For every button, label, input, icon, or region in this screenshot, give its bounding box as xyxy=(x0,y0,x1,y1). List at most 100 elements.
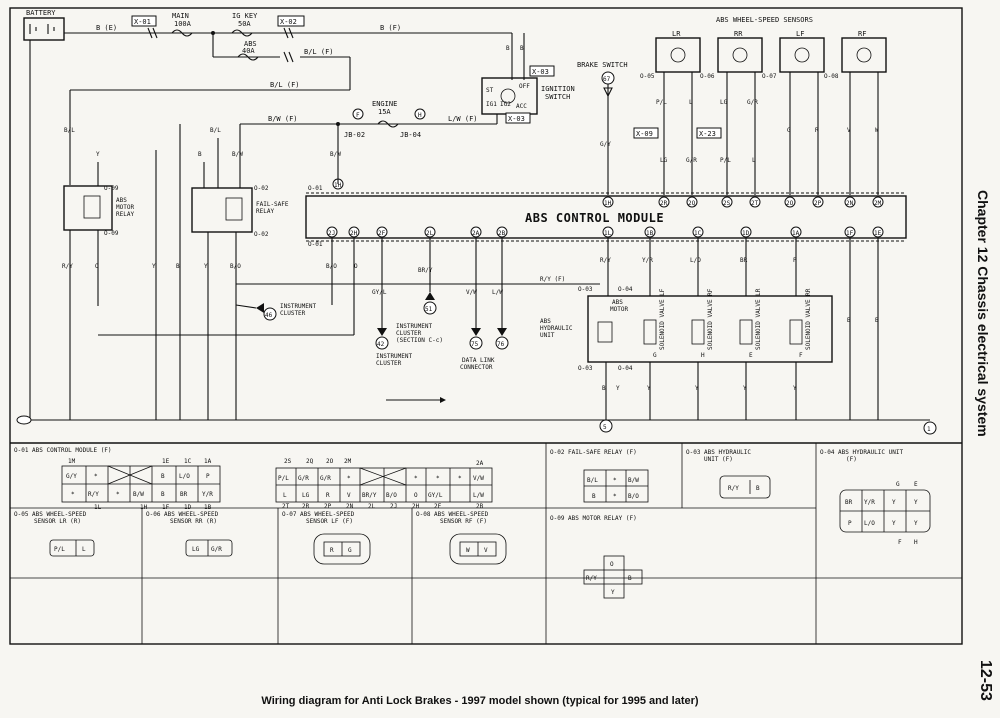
battery-label: BATTERY xyxy=(26,9,56,17)
wire-y-left: Y xyxy=(96,151,100,158)
data-link-label1: DATA LINK xyxy=(462,357,495,364)
c02-4: * xyxy=(613,493,617,500)
ref-46: 46 xyxy=(265,312,273,319)
wire-v-f: V xyxy=(847,127,851,134)
c04-r2-3: Y xyxy=(914,520,918,527)
c05-title2: SENSOR LR (R) xyxy=(34,518,81,525)
ignition-switch-label: IGNITION xyxy=(541,85,575,93)
connector-o09: O-09 ABS MOTOR RELAY (F) O R/Y B Y xyxy=(550,515,643,599)
abs-motor-inner2: MOTOR xyxy=(610,306,628,313)
pin-2m: 2M xyxy=(874,200,882,207)
abs-motor-inner1: ABS xyxy=(612,299,623,306)
c01-r1-1: * xyxy=(94,473,98,480)
instrument-cluster-label2: CLUSTER xyxy=(280,310,306,317)
c01-2q: 2Q xyxy=(306,458,314,465)
x01-label: X-01 xyxy=(134,18,151,26)
wire-y-b: Y xyxy=(204,263,208,270)
fail-safe-relay xyxy=(191,187,253,233)
engine-fuse-label: ENGINE xyxy=(372,100,397,108)
wire-b-e-label: B (E) xyxy=(96,24,117,32)
ref-5-circle xyxy=(599,419,613,433)
igkey-fuse-symbol xyxy=(231,29,253,37)
solenoid-valves: SOLENOID VALVE LF SOLENOID VALVE RF SOLE… xyxy=(643,288,812,350)
pin-1l: 1L xyxy=(604,230,612,237)
wire-y-h1: Y xyxy=(616,385,620,392)
instrument-cluster-sec2: CLUSTER xyxy=(396,330,422,337)
c01-m-r2-1: LG xyxy=(302,492,310,499)
solenoid-rr: SOLENOID VALVE RR xyxy=(805,288,812,350)
pin-2o: 2O xyxy=(786,200,794,207)
c01-r2-1: R/Y xyxy=(88,491,99,498)
c01-1a: 1A xyxy=(204,458,212,465)
wire-b-r2: B xyxy=(875,317,879,324)
wire-gy-brake: G/Y xyxy=(600,141,611,148)
wire-bo-a: B/O xyxy=(230,263,241,270)
sensor-lr-label: LR xyxy=(672,30,681,38)
c01-r2-0: * xyxy=(71,491,75,498)
x03a-label: X-03 xyxy=(532,68,549,76)
c01-2f: 2F xyxy=(434,503,442,510)
ig-ig1: IG1 xyxy=(486,101,497,108)
conn-f: F xyxy=(356,112,360,119)
chapter-title-text: Chapter 12 Chassis electrical system xyxy=(975,190,991,437)
sensor-rr: RR xyxy=(717,30,763,73)
c09-1: R/Y xyxy=(586,575,597,582)
c02-2: B/W xyxy=(628,477,639,484)
wire-bl-f2-label: B/L (F) xyxy=(270,81,300,89)
pin-1d: 1D xyxy=(742,230,750,237)
main-fuse-label: MAIN xyxy=(172,12,189,20)
c01-m-r2-4: BR/Y xyxy=(362,492,377,499)
connector-o05: O-05 ABS WHEEL-SPEED SENSOR LR (R) P/L L xyxy=(14,511,95,557)
wire-b-r1: B xyxy=(847,317,851,324)
c01-r2-6: Y/R xyxy=(202,491,213,498)
wire-o-b: O xyxy=(354,263,358,270)
pin-1f: 1F xyxy=(846,230,854,237)
wire-br: BR xyxy=(740,257,748,264)
c04-title2: (F) xyxy=(846,456,857,463)
pin-o07: O-07 xyxy=(762,73,777,80)
c01-m-r2-8: L/W xyxy=(473,492,484,499)
ref-42: 42 xyxy=(377,341,385,348)
abs-fuse-symbol xyxy=(237,53,259,61)
connector-o06: O-06 ABS WHEEL-SPEED SENSOR RR (R) LG G/… xyxy=(146,511,233,557)
brake-switch-label: BRAKE SWITCH xyxy=(577,61,628,69)
wire-vw: V/W xyxy=(466,289,477,296)
c01-m-r1-7: * xyxy=(458,475,462,482)
c01-r1-5: P xyxy=(206,473,210,480)
wire-b-h1: B xyxy=(602,385,606,392)
wire-bw-mod: B/W xyxy=(330,151,341,158)
pin-2j: 2J xyxy=(328,230,335,237)
c01-m-r2-2: R xyxy=(326,492,330,499)
wire-gr-f: G/R xyxy=(686,157,697,164)
c01-r2-2: * xyxy=(116,491,120,498)
c01-m-r1-5: * xyxy=(414,475,418,482)
pin-o01b: O-01 xyxy=(308,241,323,248)
c01-2b: 2B xyxy=(476,503,484,510)
c01-1m: 1M xyxy=(68,458,76,465)
main-fuse-symbol xyxy=(171,29,193,37)
c04-r1-3: Y xyxy=(914,499,918,506)
chapter-side-title: Chapter 12 Chassis electrical system xyxy=(969,190,993,510)
ref-5: 5 xyxy=(603,424,607,431)
c04-f: F xyxy=(898,539,902,546)
wire-bl-left: B/L xyxy=(64,127,75,134)
sensor-rf-label: RF xyxy=(858,30,866,38)
c01-2s: 2S xyxy=(284,458,292,465)
pin-o02a: O-02 xyxy=(254,185,269,192)
jb04-label: JB-04 xyxy=(400,131,421,139)
ref-67: 67 xyxy=(603,76,611,83)
c01-m-r1-1: G/R xyxy=(298,475,309,482)
pin-2p: 2P xyxy=(814,200,822,207)
c03-title: O-03 ABS HYDRAULIC xyxy=(686,449,751,456)
connector-o08: O-08 ABS WHEEL-SPEED SENSOR RF (F) W V xyxy=(416,511,507,565)
c03-0: R/Y xyxy=(728,485,739,492)
wire-g-f: G xyxy=(787,127,791,134)
pin-1h: 1H xyxy=(604,200,612,207)
pin-o06: O-06 xyxy=(700,73,715,80)
abs-fuse-label: ABS xyxy=(244,40,257,48)
wire-lg-fr: LG xyxy=(720,99,728,106)
x02-connector xyxy=(277,15,305,27)
hyd-pin-h: H xyxy=(701,352,705,359)
c04-r1-0: BR xyxy=(845,499,853,506)
c01-2r: 2R xyxy=(302,503,310,510)
